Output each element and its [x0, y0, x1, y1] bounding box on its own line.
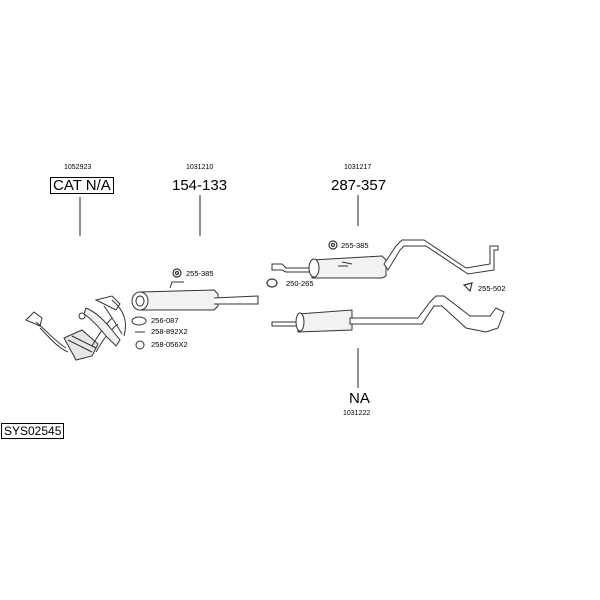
part-number-label[interactable]: 256-087	[151, 316, 179, 325]
part-number-label[interactable]: 258-056X2	[151, 340, 188, 349]
article-number: 1052923	[64, 164, 92, 171]
part-group-label[interactable]: 154-133	[172, 177, 228, 194]
clamp-icon	[266, 278, 278, 288]
article-number: 1031217	[344, 164, 372, 171]
nut-icon	[135, 340, 145, 350]
catalytic-converter-assembly	[25, 295, 126, 361]
rubber-hanger-icon	[462, 282, 473, 293]
front-silencer	[131, 281, 259, 311]
article-number: 1031222	[343, 410, 371, 417]
system-code-label: SYS02545	[1, 423, 65, 439]
part-group-label[interactable]: CAT N/A	[50, 177, 114, 194]
gasket-icon	[131, 316, 147, 326]
part-number-label[interactable]: 255-502	[478, 284, 506, 293]
part-number-label[interactable]: 255-385	[186, 269, 214, 278]
rubber-hanger-icon	[328, 240, 338, 250]
part-number-label[interactable]: 258-892X2	[151, 327, 188, 336]
article-number: 1031210	[186, 164, 214, 171]
part-number-label[interactable]: 250-265	[286, 279, 314, 288]
rubber-hanger-icon	[172, 268, 182, 278]
rear-silencer-bottom	[271, 295, 505, 333]
rear-silencer-top	[271, 239, 499, 279]
part-group-label[interactable]: NA	[349, 390, 370, 407]
part-group-label[interactable]: 287-357	[331, 177, 387, 194]
part-number-label[interactable]: 255-385	[341, 241, 369, 250]
